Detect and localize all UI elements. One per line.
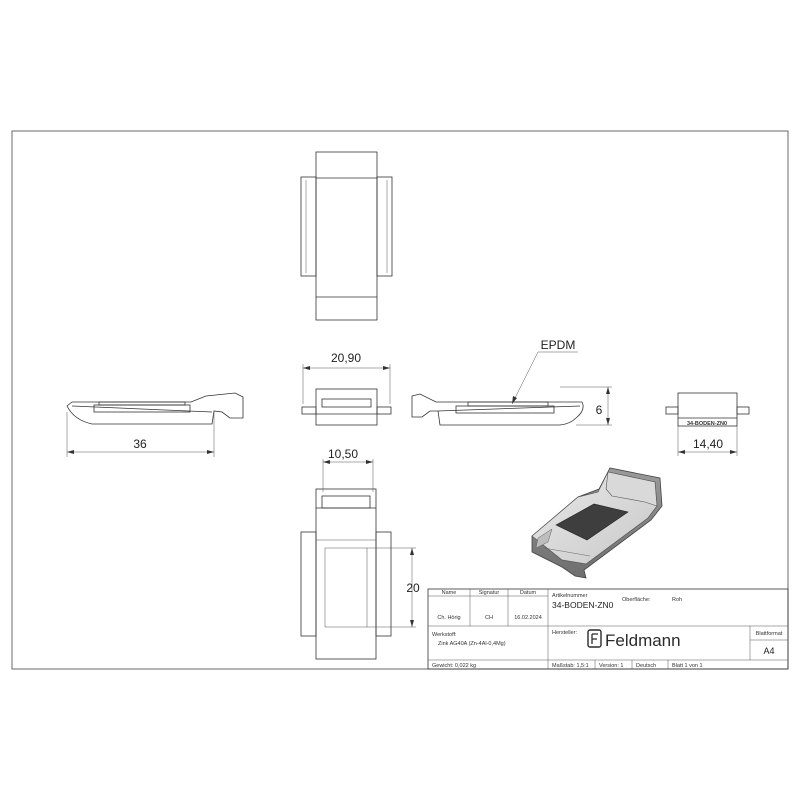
tb-value-name: Ch. Hörig: [437, 615, 460, 621]
dim-bottom-height: 20: [406, 581, 420, 595]
isometric-view: [531, 467, 663, 579]
tb-version: Version: 1: [599, 663, 623, 669]
tb-format-label: Blattformat: [756, 631, 783, 637]
drawing-border: [11, 130, 789, 670]
dim-bottom-width: 10,50: [328, 447, 358, 461]
end-view: [665, 392, 750, 456]
tb-manufacturer-label: Hersteller:: [552, 630, 578, 636]
tb-value-signature: CH: [485, 615, 493, 621]
left-side-view: [66, 392, 244, 457]
tb-surface-value: Roh: [672, 597, 682, 603]
tb-header-name: Name: [442, 590, 457, 596]
title-block: [427, 588, 789, 670]
feldmann-logo-text: Feldmann: [605, 631, 681, 650]
front-view: [301, 364, 392, 426]
tb-language: Deutsch: [636, 663, 656, 669]
tb-scale: Maßstab: 1,5:1: [552, 663, 589, 669]
dim-front-width: 20,90: [331, 351, 361, 365]
tb-weight: Gewicht: 0,022 kg: [432, 663, 476, 669]
tb-header-date: Datum: [520, 590, 537, 596]
dim-side-length: 36: [133, 437, 147, 451]
right-side-view: [411, 351, 612, 426]
tb-material-value: Zink AG40A (Zn-4Al-0,4Mg): [438, 641, 506, 647]
dim-height: 6: [596, 403, 603, 417]
tb-header-article-number: Artikelnummer: [552, 593, 588, 599]
tb-sheet: Blatt 1 von 1: [672, 663, 703, 669]
tb-header-signature: Signatur: [479, 590, 500, 596]
tb-article-number: 34-BODEN-ZN0: [552, 600, 614, 610]
label-seal-epdm: EPDM: [541, 338, 576, 352]
bottom-view: [300, 459, 416, 660]
dim-end-width: 14,40: [693, 437, 723, 451]
tb-material-label: Werkstoff:: [432, 632, 457, 638]
feldmann-logo-icon: [587, 629, 602, 648]
tb-format-value: A4: [763, 646, 774, 656]
tb-header-surface: Oberfläche:: [622, 597, 651, 603]
top-view: [300, 151, 393, 321]
tb-value-date: 16.02.2024: [514, 615, 542, 621]
end-view-part-label: 34-BODEN-ZN0: [687, 421, 727, 427]
